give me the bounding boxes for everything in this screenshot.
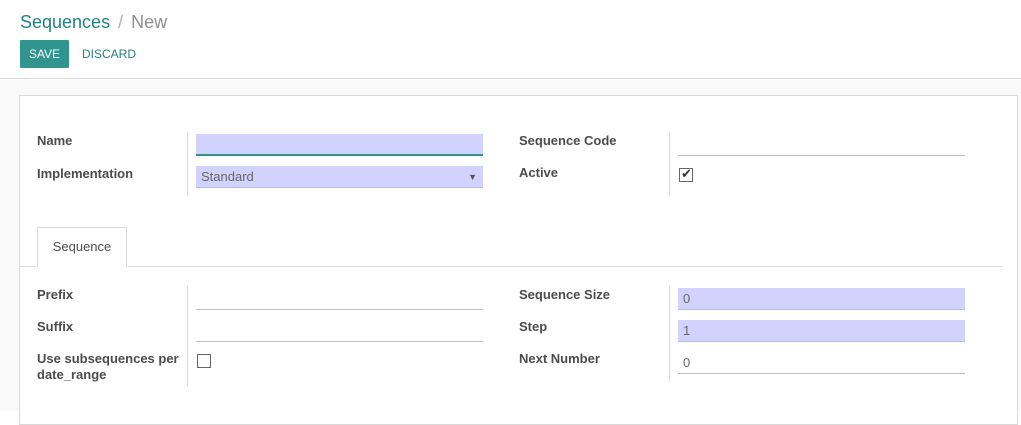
next-number-label: Next Number	[519, 351, 600, 366]
sequence-size-input[interactable]: 0	[678, 288, 965, 310]
use-subsequences-label: Use subsequences per date_range	[37, 351, 179, 383]
step-input[interactable]: 1	[678, 320, 965, 342]
sequence-code-label: Sequence Code	[519, 133, 617, 148]
use-subsequences-label-line1: Use subsequences per	[37, 351, 179, 366]
implementation-value: Standard	[201, 169, 254, 184]
save-button[interactable]: SAVE	[20, 40, 69, 68]
discard-button[interactable]: DISCARD	[82, 47, 137, 61]
use-subsequences-label-line2: date_range	[37, 367, 107, 382]
active-checkbox[interactable]: ✔	[679, 166, 693, 182]
implementation-select[interactable]: Standard ▼	[196, 166, 483, 188]
form-content-area: Name Implementation Standard ▼ Sequence …	[0, 80, 1021, 425]
label-separator	[187, 286, 188, 386]
name-input[interactable]	[196, 134, 483, 156]
breadcrumb: Sequences / New	[20, 11, 167, 33]
label-separator	[669, 286, 670, 382]
suffix-input[interactable]	[196, 320, 483, 342]
prefix-input[interactable]	[196, 288, 483, 310]
caret-down-icon: ▼	[468, 172, 477, 182]
prefix-label: Prefix	[37, 287, 74, 302]
use-subsequences-checkbox[interactable]	[197, 354, 211, 368]
tab-sequence[interactable]: Sequence	[37, 227, 127, 267]
breadcrumb-separator: /	[118, 12, 124, 32]
label-separator	[187, 132, 188, 196]
sequence-code-input[interactable]	[678, 134, 965, 156]
breadcrumb-current: New	[131, 12, 168, 32]
label-separator	[669, 132, 670, 196]
active-label: Active	[519, 165, 559, 180]
form-sheet: Name Implementation Standard ▼ Sequence …	[19, 95, 1018, 425]
next-number-input[interactable]: 0	[678, 352, 965, 374]
tab-bar-line	[20, 266, 1003, 267]
implementation-label: Implementation	[37, 166, 134, 181]
breadcrumb-sequences-link[interactable]: Sequences	[20, 12, 111, 32]
checkmark-icon: ✔	[681, 166, 692, 181]
name-label: Name	[37, 133, 73, 148]
step-label: Step	[519, 319, 548, 334]
suffix-label: Suffix	[37, 319, 74, 334]
sequence-size-label: Sequence Size	[519, 287, 611, 302]
control-panel: Sequences / New SAVE DISCARD	[0, 0, 1021, 79]
